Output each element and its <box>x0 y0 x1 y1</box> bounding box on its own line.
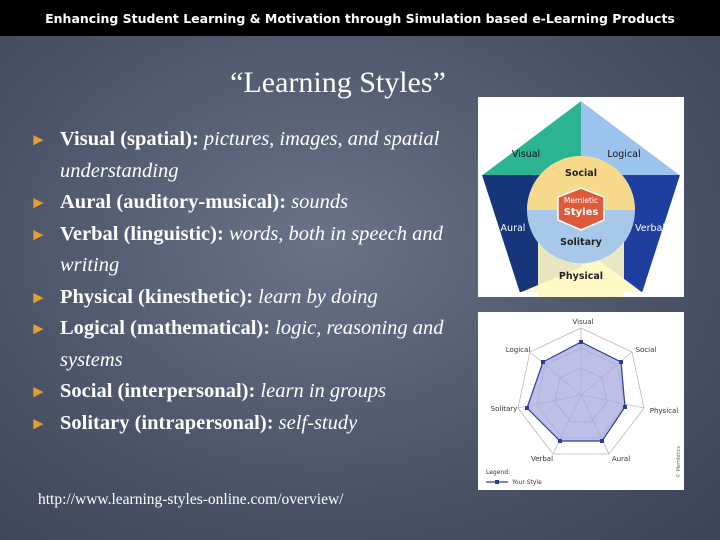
header-title: Enhancing Student Learning & Motivation … <box>45 10 675 26</box>
triangle-right-icon: ► <box>30 193 47 212</box>
memletic-radar-graph: Visual Logical Social Solitary Physical … <box>478 312 684 490</box>
style-description: words, both in speech and writing <box>60 222 443 277</box>
verbal-label: Verbal <box>635 223 665 234</box>
style-term: Verbal (linguistic): <box>60 222 224 245</box>
list-item: ► Aural (auditory-musical): sounds <box>30 187 475 219</box>
list-item: ► Social (interpersonal): learn in groups <box>30 376 475 408</box>
radar-physical-label: Physical <box>650 407 679 415</box>
copyright-text: © Memletics <box>675 446 682 478</box>
logical-label: Logical <box>607 149 640 160</box>
radar-logical-label: Logical <box>506 346 531 354</box>
legend-item: Your Style <box>511 479 542 486</box>
radar-visual-label: Visual <box>573 318 594 326</box>
style-description: pictures, images, and spatial understand… <box>60 128 440 182</box>
radar-social-label: Social <box>636 346 657 354</box>
physical-ring-area <box>538 242 624 297</box>
style-description: learn in groups <box>260 380 387 402</box>
triangle-right-icon: ► <box>30 382 47 401</box>
learning-styles-list: ► Visual (spatial): pictures, images, and… <box>30 124 475 439</box>
style-description: learn by doing <box>258 285 378 308</box>
memletic-styles-diagram: Memletic Styles Social Solitary Physical… <box>478 97 684 297</box>
style-description: sounds <box>291 191 349 213</box>
legend-title: Legend: <box>486 469 510 476</box>
memletic-label-2: Styles <box>564 207 599 218</box>
memletic-label-1: Memletic <box>564 196 598 205</box>
your-style-area <box>526 341 626 442</box>
list-item: ► Visual (spatial): pictures, images, and… <box>30 124 475 187</box>
triangle-right-icon: ► <box>30 287 47 307</box>
visual-label: Visual <box>512 149 540 160</box>
physical-label: Physical <box>559 271 603 282</box>
triangle-right-icon: ► <box>30 130 47 149</box>
list-item: ► Solitary (intrapersonal): self-study <box>30 408 475 440</box>
social-ring <box>527 156 635 210</box>
style-term: Aural (auditory-musical): <box>60 191 287 213</box>
radar-aural-label: Aural <box>612 455 630 463</box>
style-term: Social (interpersonal): <box>60 380 256 402</box>
radar-solitary-label: Solitary <box>491 405 518 413</box>
solitary-label: Solitary <box>560 237 603 248</box>
your-style-points <box>525 340 627 443</box>
triangle-right-icon: ► <box>30 319 47 338</box>
triangle-right-icon: ► <box>30 413 47 433</box>
style-description: self-study <box>278 411 358 434</box>
triangle-right-icon: ► <box>30 224 47 244</box>
list-item: ► Verbal (linguistic): words, both in spe… <box>30 219 475 282</box>
style-term: Logical (mathematical): <box>60 317 271 339</box>
radar-legend: Legend: Your Style <box>486 469 542 486</box>
style-term: Physical (kinesthetic): <box>60 285 254 308</box>
radar-verbal-label: Verbal <box>531 455 553 463</box>
social-label: Social <box>565 168 597 179</box>
style-description: logic, reasoning and systems <box>60 317 444 371</box>
slide-title: “Learning Styles” <box>230 66 446 99</box>
style-term: Visual (spatial): <box>60 128 199 150</box>
aural-label: Aural <box>501 223 526 234</box>
source-url: http://www.learning-styles-online.com/ov… <box>38 491 344 508</box>
list-item: ► Logical (mathematical): logic, reasonin… <box>30 313 475 376</box>
style-term: Solitary (intrapersonal): <box>60 411 274 434</box>
list-item: ► Physical (kinesthetic): learn by doing <box>30 282 475 314</box>
header-bar: Enhancing Student Learning & Motivation … <box>0 0 720 36</box>
memletic-core-hexagon <box>557 187 605 231</box>
